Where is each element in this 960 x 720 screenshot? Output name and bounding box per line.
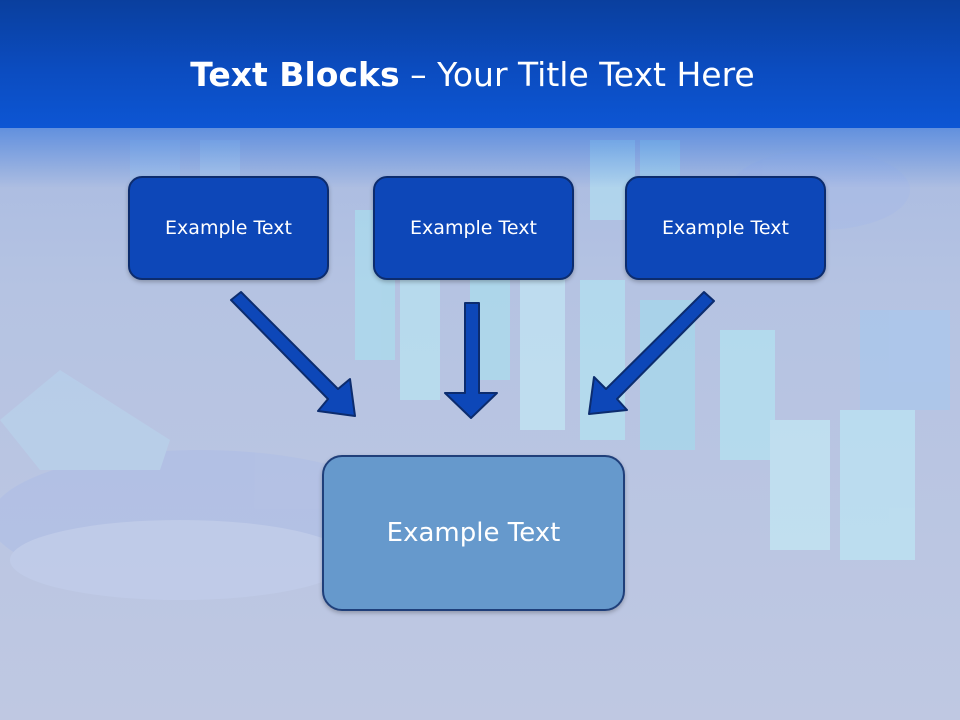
- title-bold-part: Text Blocks: [190, 55, 400, 94]
- summary-text-block[interactable]: Example Text: [322, 455, 625, 611]
- text-block-3[interactable]: Example Text: [625, 176, 826, 280]
- title-dash: –: [410, 55, 427, 94]
- text-block-2-label: Example Text: [410, 217, 537, 239]
- arrow-right-diagonal: [588, 291, 715, 415]
- summary-text-block-label: Example Text: [386, 518, 561, 548]
- text-block-3-label: Example Text: [662, 217, 789, 239]
- arrow-center-down: [444, 302, 498, 419]
- text-block-2[interactable]: Example Text: [373, 176, 574, 280]
- title-bar: [0, 0, 960, 128]
- arrow-left-diagonal: [230, 291, 356, 417]
- title-rest: Your Title Text Here: [437, 55, 755, 94]
- slide-title: Text Blocks – Your Title Text Here: [0, 52, 945, 98]
- text-block-1[interactable]: Example Text: [128, 176, 329, 280]
- text-block-1-label: Example Text: [165, 217, 292, 239]
